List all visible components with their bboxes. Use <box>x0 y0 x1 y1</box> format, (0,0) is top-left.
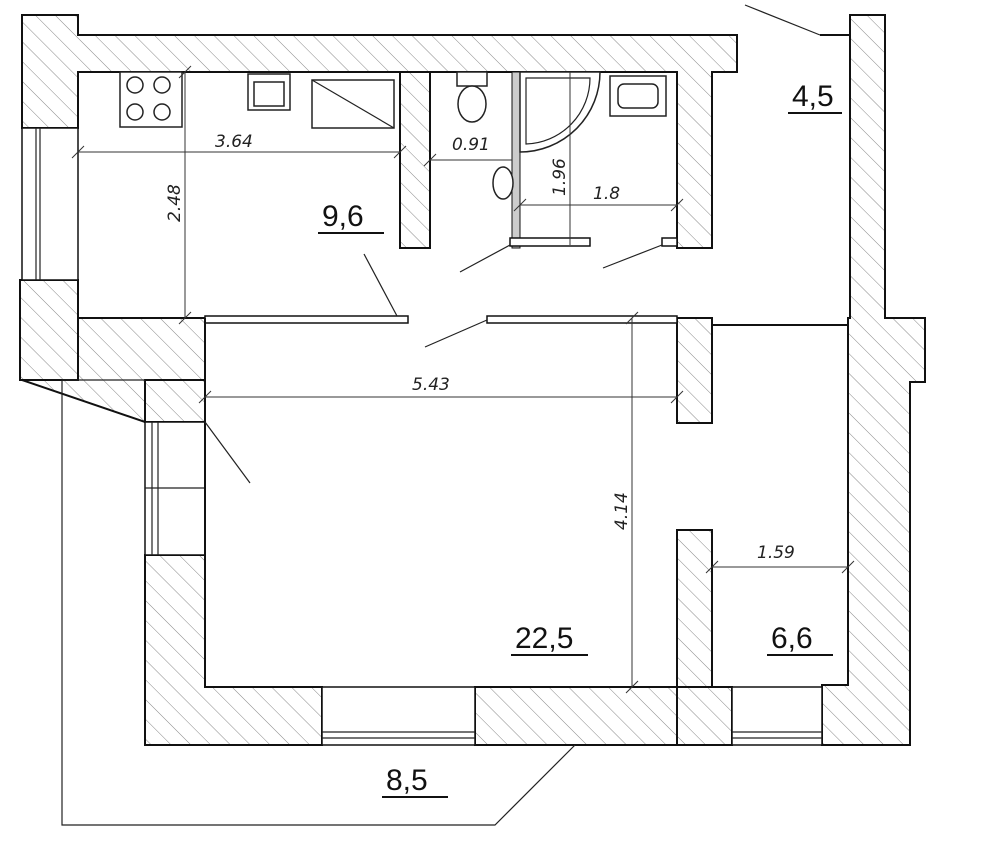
door-swing-icon <box>204 421 251 484</box>
living-area-label: 22,5 <box>515 622 573 655</box>
closet-area-label: 6,6 <box>771 622 813 655</box>
bathtub-icon <box>519 71 601 153</box>
kitchen-depth-label: 2.48 <box>165 184 185 222</box>
sink-icon <box>247 73 291 111</box>
window-icon <box>731 686 823 746</box>
counter-icon <box>311 79 395 129</box>
walls <box>19 14 926 746</box>
kitchen-area-label: 9,6 <box>322 200 364 233</box>
door-swing-icon <box>363 253 398 317</box>
closet-width-label: 1.59 <box>757 543 795 563</box>
bath-width-label: 1.8 <box>593 184 620 204</box>
partitions <box>78 71 678 687</box>
door-swing-icon <box>602 244 663 269</box>
kitchen-width-label: 3.64 <box>215 132 253 152</box>
toilet-icon <box>456 71 488 123</box>
dimension-lines <box>61 65 855 826</box>
living-depth-label: 4.14 <box>612 492 632 530</box>
living-width-label: 5.43 <box>412 375 450 395</box>
hall-area-label: 4,5 <box>792 80 834 113</box>
door-swing-icon <box>744 4 821 36</box>
doors <box>204 4 821 484</box>
balcony-area-label: 8,5 <box>386 764 428 797</box>
door-swing-icon <box>459 244 511 273</box>
stove-icon <box>119 71 183 128</box>
toilet-width-label: 0.91 <box>452 135 490 155</box>
door-swing-icon <box>424 319 488 348</box>
windows <box>21 127 823 746</box>
washbasin-icon <box>609 75 667 117</box>
bath-depth-label: 1.96 <box>550 158 570 196</box>
window-icon <box>321 686 476 746</box>
window-icon <box>21 127 79 281</box>
bidet-icon <box>492 166 514 200</box>
window-icon <box>144 421 206 556</box>
